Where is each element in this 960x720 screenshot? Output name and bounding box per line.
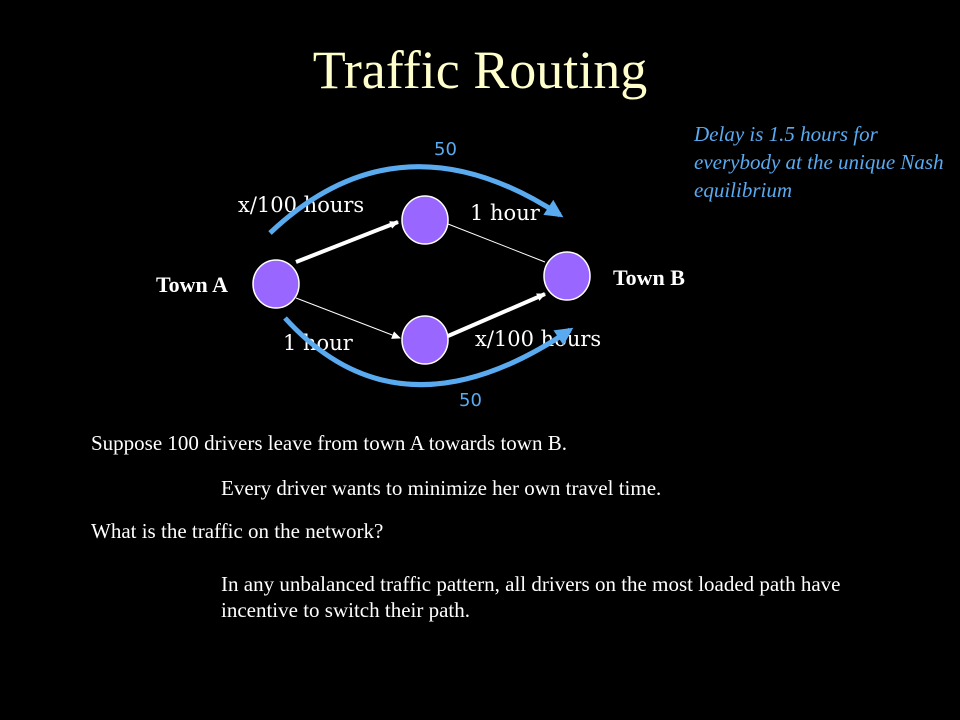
edge-bottom-to-b xyxy=(447,292,546,338)
text-minimize: Every driver wants to minimize her own t… xyxy=(221,476,662,500)
town-a-label: Town A xyxy=(156,272,228,297)
flow-arrow-upper xyxy=(268,164,564,235)
text-unbalanced: In any unbalanced traffic pattern, all d… xyxy=(221,572,841,622)
node-bottom xyxy=(401,315,449,365)
text-drivers: Suppose 100 drivers leave from town A to… xyxy=(91,431,567,455)
flow-label-lower: 50 xyxy=(459,390,482,411)
node-town-a xyxy=(252,259,300,309)
edge-a-to-bottom xyxy=(295,297,401,339)
slide-title: Traffic Routing xyxy=(312,40,648,100)
text-question: What is the traffic on the network? xyxy=(91,519,384,543)
town-b-label: Town B xyxy=(613,265,685,290)
edge-label-upper-right: 1 hour xyxy=(470,201,541,225)
equilibrium-note: Delay is 1.5 hours for everybody at the … xyxy=(694,122,944,202)
flow-arrow-lower xyxy=(283,316,574,388)
node-town-b xyxy=(543,251,591,301)
edge-top-to-b xyxy=(447,223,546,263)
node-top xyxy=(401,195,449,245)
edge-a-to-top xyxy=(295,220,399,264)
flow-label-upper: 50 xyxy=(434,139,457,160)
